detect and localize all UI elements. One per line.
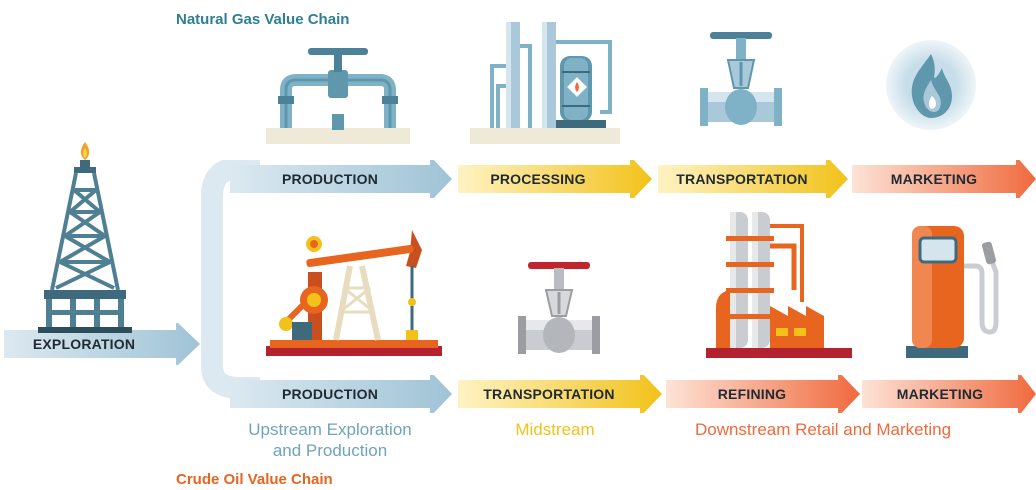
- exploration-arrow: EXPLORATION: [4, 323, 200, 365]
- gas-chain-title: Natural Gas Value Chain: [176, 11, 350, 28]
- gas-marketing-arrow: MARKETING: [852, 160, 1036, 198]
- gas-processing-plant-icon: [470, 22, 620, 144]
- gas-stage-processing: PROCESSING: [490, 171, 586, 187]
- midstream-label: Midstream: [515, 420, 595, 439]
- oil-derrick-icon: [38, 142, 132, 333]
- gas-flame-icon: [886, 40, 976, 130]
- refinery-icon: [706, 212, 852, 358]
- oil-stage-refining: REFINING: [717, 386, 787, 402]
- oil-stage-production: PRODUCTION: [281, 386, 379, 402]
- gas-valve-icon: [700, 32, 782, 126]
- upstream-connector: [201, 160, 260, 399]
- gas-stage-marketing: MARKETING: [890, 171, 978, 187]
- upstream-label-line1: Upstream Exploration: [248, 420, 412, 439]
- upstream-label: Upstream Exploration and Production: [220, 419, 440, 461]
- upstream-label-line2: and Production: [272, 441, 388, 460]
- pumpjack-icon: [266, 230, 442, 356]
- oil-production-arrow: PRODUCTION: [230, 375, 452, 413]
- oil-refining-arrow: REFINING: [666, 375, 860, 413]
- oil-valve-icon: [518, 262, 600, 354]
- gas-stage-transportation: TRANSPORTATION: [676, 171, 808, 187]
- gas-stage-production: PRODUCTION: [281, 171, 379, 187]
- gas-production-arrow: PRODUCTION: [230, 160, 452, 198]
- oil-transportation-arrow: TRANSPORTATION: [458, 375, 662, 413]
- downstream-label: Downstream Retail and Marketing: [694, 420, 952, 439]
- oil-stage-transportation: TRANSPORTATION: [483, 386, 615, 402]
- fuel-pump-icon: [906, 226, 999, 358]
- gas-wellhead-icon: [266, 48, 410, 144]
- gas-processing-arrow: PROCESSING: [458, 160, 652, 198]
- oil-chain-title: Crude Oil Value Chain: [176, 471, 333, 488]
- oil-stage-marketing: MARKETING: [896, 386, 984, 402]
- gas-transportation-arrow: TRANSPORTATION: [658, 160, 848, 198]
- oil-marketing-arrow: MARKETING: [862, 375, 1036, 413]
- exploration-label: EXPLORATION: [32, 336, 136, 352]
